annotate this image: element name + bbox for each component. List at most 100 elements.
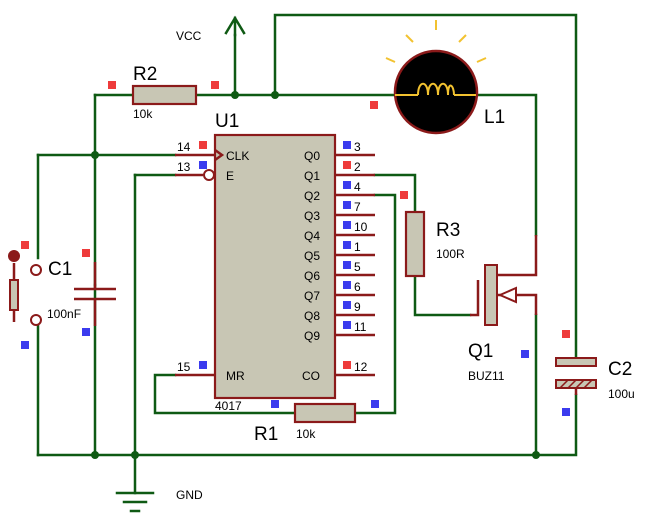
pin-num: 2 [354, 160, 361, 174]
junction-dot [91, 451, 99, 459]
switch-contact [30, 264, 42, 276]
wire-r3-gate [413, 274, 472, 317]
right-pin-leads [335, 153, 375, 377]
pin-num: 13 [177, 160, 191, 174]
r2-body [131, 84, 198, 106]
junction-dot [532, 451, 540, 459]
r1-ref: R1 [254, 424, 278, 445]
lamp-bulb [393, 49, 479, 135]
switch-button-icon[interactable] [8, 250, 20, 262]
junction-dot [271, 91, 279, 99]
l1-lamp[interactable]: L1 [370, 20, 505, 135]
pin-num: 15 [177, 360, 191, 374]
wire-mr-loop [153, 373, 297, 415]
c2-value: 100u [608, 387, 635, 401]
push-switch[interactable] [8, 241, 42, 349]
pin-name: MR [226, 369, 245, 383]
pin-name: CO [302, 369, 320, 383]
q1-mosfet[interactable]: Q1 BUZ11 [468, 235, 538, 383]
pin-marker [371, 400, 379, 408]
pin-num: 4 [354, 180, 361, 194]
pin-marker [82, 328, 90, 336]
pin-name: Q5 [304, 249, 320, 263]
pin-marker [82, 249, 90, 257]
q1-arrow-icon [497, 286, 517, 304]
c2-polarity-hatch [559, 379, 593, 389]
r2-value: 10k [133, 107, 153, 121]
gnd-label: GND [176, 488, 203, 502]
pin-marker [271, 400, 279, 408]
pin-num: 10 [354, 220, 368, 234]
r3-body [404, 210, 426, 278]
c2-capacitor[interactable]: C2 100u [555, 330, 635, 416]
pin-marker [562, 408, 570, 416]
r3-resistor[interactable]: R3 100R [400, 191, 465, 278]
r3-value: 100R [436, 247, 465, 261]
pin-name: Q2 [304, 189, 320, 203]
pin-marker [199, 161, 207, 169]
vcc-symbol: VCC [176, 15, 246, 43]
c2-ref: C2 [608, 359, 632, 380]
inverter-bubble [203, 169, 215, 181]
pin-marker [521, 350, 529, 358]
lamp-rays-icon [385, 20, 487, 63]
q1-body [484, 264, 498, 326]
clock-mark [214, 148, 225, 162]
wire-r1-q2 [353, 193, 397, 415]
pin-marker [21, 341, 29, 349]
pin-name: E [226, 169, 234, 183]
q1-drain [497, 235, 538, 277]
pin-num: 6 [354, 280, 361, 294]
junction-dot [231, 91, 239, 99]
pin-num: 7 [354, 200, 361, 214]
right-pin-markers [343, 141, 351, 369]
q1-gate [470, 280, 480, 317]
u1-part: 4017 [215, 399, 242, 413]
wire-q1-r3 [373, 173, 417, 214]
pin-name: Q1 [304, 169, 320, 183]
q1-value: BUZ11 [468, 369, 505, 383]
c2-plate-top [555, 357, 597, 367]
r1-body [293, 402, 357, 424]
wire-lamp-drain [474, 93, 538, 237]
u1-ic[interactable]: U1 4017 1 4 CLK 13 E 15 MR [175, 111, 375, 413]
vcc-label: VCC [176, 29, 202, 43]
switch-plunger [9, 279, 19, 311]
pin-name: CLK [226, 149, 249, 163]
l1-ref: L1 [484, 107, 505, 128]
pin-name: Q4 [304, 229, 320, 243]
pin-marker [108, 81, 116, 89]
lamp-filament-icon [417, 82, 455, 96]
pin-marker [21, 241, 29, 249]
junction-dot [131, 451, 139, 459]
pin-marker [211, 81, 219, 89]
pin-num: 12 [354, 360, 368, 374]
junction-dot [91, 151, 99, 159]
pin-name: Q9 [304, 329, 320, 343]
pin-num: 1 [354, 240, 361, 254]
r2-ref: R2 [133, 64, 157, 85]
pin-name: Q0 [304, 149, 320, 163]
r1-resistor[interactable]: R1 10k [254, 400, 379, 445]
pin-num: 5 [354, 260, 361, 274]
u1-ref: U1 [215, 111, 239, 132]
c1-capacitor[interactable]: C1 100nF [47, 249, 116, 336]
pin-num: 11 [354, 320, 367, 334]
wire-bottom-rail [36, 393, 578, 457]
r2-resistor[interactable]: R2 10k [108, 64, 219, 121]
r3-ref: R3 [436, 220, 460, 241]
c1-value: 100nF [47, 307, 81, 321]
pin-name: Q6 [304, 269, 320, 283]
pin-marker [562, 330, 570, 338]
switch-contact [30, 314, 42, 326]
r1-value: 10k [296, 427, 316, 441]
pin-name: Q8 [304, 309, 320, 323]
pin-num: 9 [354, 300, 361, 314]
q1-ref: Q1 [468, 341, 493, 362]
wire-top-loop [273, 13, 578, 359]
pin-num: 3 [354, 140, 361, 154]
c1-plates [74, 287, 116, 301]
c1-ref: C1 [48, 259, 72, 280]
junctions [91, 91, 540, 459]
